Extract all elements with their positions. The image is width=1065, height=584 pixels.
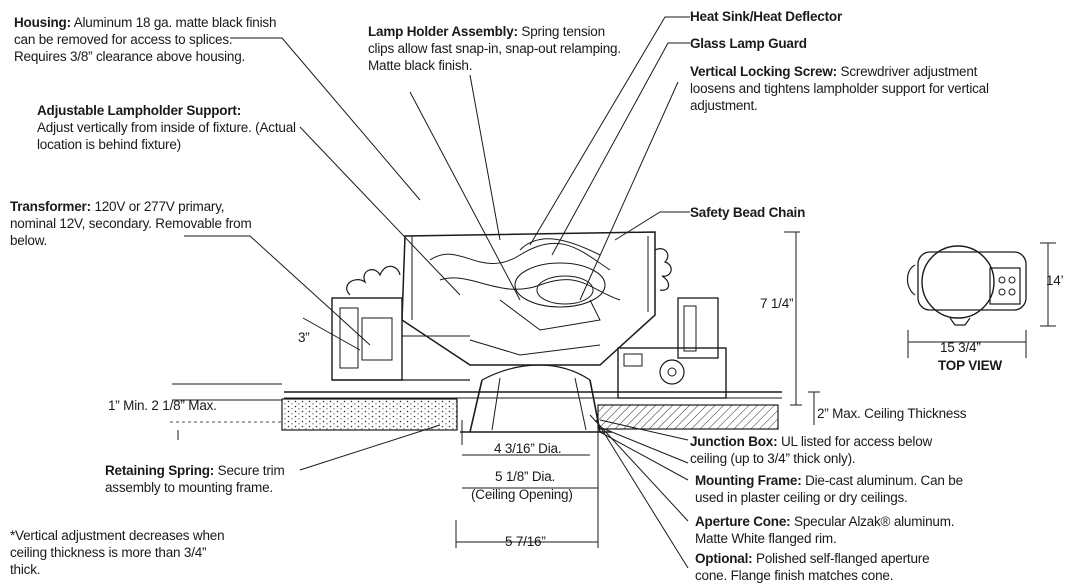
dim-top-height: 14’ (1046, 273, 1064, 288)
callout-title: Retaining Spring: (105, 463, 215, 478)
callout-mounting-frame: Mounting Frame: Die-cast aluminum. Can b… (695, 472, 977, 506)
callout-transformer: Transformer: 120V or 277V primary, nomin… (10, 198, 270, 249)
callout-title: Housing: (14, 15, 71, 30)
top-view-label: TOP VIEW (938, 358, 1002, 373)
callout-text: Secure trim assembly to mounting frame. (105, 463, 285, 495)
callout-heat-sink: Heat Sink/Heat Deflector (690, 8, 842, 25)
callout-title: Optional: (695, 551, 753, 566)
dim-ceiling-thickness: 2” Max. Ceiling Thickness (817, 406, 967, 421)
callout-title: Aperture Cone: (695, 514, 791, 529)
callout-title: Junction Box: (690, 434, 778, 449)
top-view-sketch (906, 242, 1056, 358)
callout-text: Die-cast aluminum. Can be used in plaste… (695, 473, 963, 505)
dim-5716: 5 7/16” (505, 534, 546, 549)
dim-dia2: 5 1/8” Dia. (495, 469, 556, 484)
dim-min-max: 1” Min. 2 1/8” Max. (108, 398, 217, 413)
callout-text: Polished self-flanged aperture cone. Fla… (695, 551, 930, 583)
footnote: *Vertical adjustment decreases when ceil… (10, 528, 225, 577)
callout-text: Aluminum 18 ga. matte black finish can b… (14, 15, 277, 64)
callout-title: Glass Lamp Guard (690, 36, 807, 51)
callout-title: Mounting Frame: (695, 473, 802, 488)
callout-glass-guard: Glass Lamp Guard (690, 35, 807, 52)
dim-three: 3” (298, 330, 310, 345)
callout-text: Adjust vertically from inside of fixture… (37, 120, 296, 152)
ceiling-left (281, 398, 458, 431)
callout-title: Transformer: (10, 199, 91, 214)
callout-text: Specular Alzak® aluminum. Matte White fl… (695, 514, 955, 546)
callout-lamp-holder: Lamp Holder Assembly: Spring tension cli… (368, 23, 624, 74)
callout-safety-chain: Safety Bead Chain (690, 204, 805, 221)
callout-text: Spring tension clips allow fast snap-in,… (368, 24, 621, 73)
callout-junction-box: Junction Box: UL listed for access below… (690, 433, 962, 467)
callout-locking-screw: Vertical Locking Screw: Screwdriver adju… (690, 63, 990, 114)
ceiling-right (597, 404, 779, 430)
callout-text: 120V or 277V primary, nominal 12V, secon… (10, 199, 252, 248)
dim-ceiling-opening: (Ceiling Opening) (471, 487, 573, 502)
callout-retaining-spring: Retaining Spring: Secure trim assembly t… (105, 462, 325, 496)
callout-title: Adjustable Lampholder Support: (37, 103, 242, 118)
callout-title: Lamp Holder Assembly: (368, 24, 518, 39)
dim-height: 7 1/4” (760, 296, 794, 311)
callout-optional: Optional: Polished self-flanged aperture… (695, 550, 963, 584)
junction-box (617, 347, 727, 399)
callout-housing: Housing: Aluminum 18 ga. matte black fin… (14, 14, 286, 65)
callout-title: Vertical Locking Screw: (690, 64, 837, 79)
callout-aperture-cone: Aperture Cone: Specular Alzak® aluminum.… (695, 513, 963, 547)
callout-lampholder-support: Adjustable Lampholder Support: Adjust ve… (37, 102, 309, 153)
callout-text: UL listed for access below ceiling (up t… (690, 434, 933, 466)
dim-top-width: 15 3/4” (940, 340, 981, 355)
callout-title: Heat Sink/Heat Deflector (690, 9, 842, 24)
callout-title: Safety Bead Chain (690, 205, 806, 220)
callout-text: Screwdriver adjustment loosens and tight… (690, 64, 989, 113)
dim-dia1: 4 3/16” Dia. (494, 441, 562, 456)
